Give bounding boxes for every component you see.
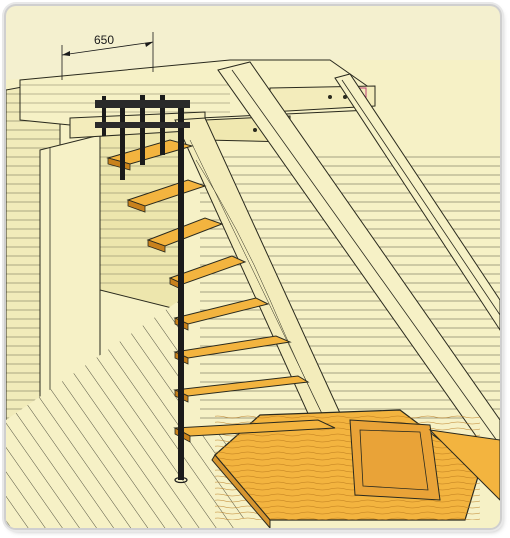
dimension-annotation: 650 bbox=[61, 32, 154, 80]
support-poles bbox=[95, 95, 190, 484]
main-pole bbox=[178, 100, 184, 480]
upper-floor-beam bbox=[19, 59, 376, 143]
tread-3 bbox=[146, 217, 224, 253]
roof-rafters bbox=[217, 61, 500, 471]
dimension-label: 650 bbox=[94, 33, 114, 47]
tread-2 bbox=[126, 179, 207, 213]
staircase-diagram: 650 bbox=[6, 32, 500, 528]
illustration-frame: 650 bbox=[6, 6, 500, 528]
